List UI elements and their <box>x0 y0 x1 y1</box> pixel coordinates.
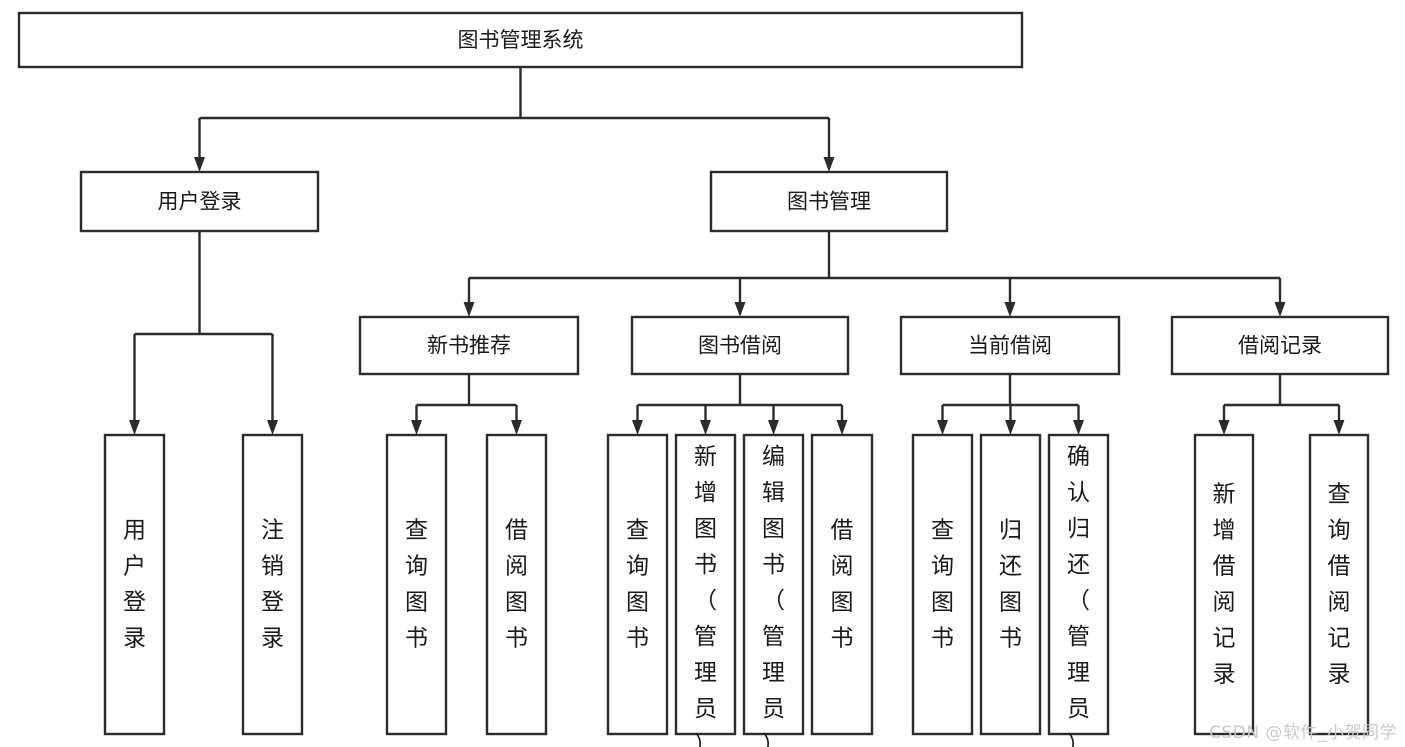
node-label: 用户登录 <box>158 190 242 214</box>
edge-arrowhead-icon <box>734 302 746 317</box>
node-box[interactable] <box>103 433 166 736</box>
node-leaf-borrow-1[interactable]: 查询图书 <box>606 433 669 736</box>
node-box[interactable] <box>899 315 1121 376</box>
node-leaf-current-2[interactable]: 归还图书 <box>979 433 1042 736</box>
node-label: 编辑图书（管理员） <box>762 444 785 747</box>
node-box[interactable] <box>358 315 580 376</box>
edge-arrowhead-icon <box>1274 302 1286 317</box>
node-box[interactable] <box>979 433 1042 736</box>
node-box[interactable] <box>674 433 737 736</box>
edge-arrowhead-icon <box>768 420 779 435</box>
node-box[interactable] <box>1308 433 1370 736</box>
node-label: 图书借阅 <box>698 334 782 358</box>
node-label: 借阅图书 <box>505 517 528 651</box>
node-borrow[interactable]: 图书借阅 <box>630 315 850 376</box>
edge-arrowhead-icon <box>1073 420 1084 435</box>
node-leaf-newrec-1[interactable]: 查询图书 <box>385 433 448 736</box>
node-label: 当前借阅 <box>968 334 1052 358</box>
node-label: 新书推荐 <box>427 334 511 358</box>
edge-arrowhead-icon <box>836 420 848 435</box>
node-label: 新增借阅记录 <box>1213 481 1236 687</box>
node-box[interactable] <box>1170 315 1390 376</box>
node-label: 借阅记录 <box>1238 334 1322 358</box>
node-root[interactable]: 图书管理系统 <box>17 11 1024 69</box>
node-label: 用户登录 <box>123 517 146 651</box>
node-leaf-login-1[interactable]: 用户登录 <box>103 433 166 736</box>
edge-arrowhead-icon <box>700 420 711 435</box>
edge-arrowhead-icon <box>267 420 278 435</box>
edge-arrowhead-icon <box>511 420 522 435</box>
node-box[interactable] <box>810 433 874 736</box>
node-leaf-history-2[interactable]: 查询借阅记录 <box>1308 433 1370 736</box>
node-label: 确认归还（管理员） <box>1067 444 1090 747</box>
watermark-label: CSDN @软件_小贺同学 <box>1209 723 1397 743</box>
edge-arrowhead-icon <box>1333 420 1345 435</box>
node-label: 归还图书 <box>999 517 1022 651</box>
node-layer: 图书管理系统用户登录图书管理新书推荐图书借阅当前借阅借阅记录用户登录注销登录查询… <box>17 11 1390 747</box>
node-login[interactable]: 用户登录 <box>79 170 320 233</box>
node-box[interactable] <box>606 433 669 736</box>
node-label: 图书管理 <box>787 190 871 214</box>
node-label: 新增图书（管理员） <box>694 444 717 747</box>
node-box[interactable] <box>1047 433 1110 736</box>
node-box[interactable] <box>241 433 304 736</box>
node-box[interactable] <box>1193 433 1255 736</box>
edge-arrowhead-icon <box>411 420 422 435</box>
node-newrec[interactable]: 新书推荐 <box>358 315 580 376</box>
node-leaf-borrow-2[interactable]: 新增图书（管理员） <box>674 433 737 747</box>
node-leaf-current-3[interactable]: 确认归还（管理员） <box>1047 433 1110 747</box>
node-current[interactable]: 当前借阅 <box>899 315 1121 376</box>
node-box[interactable] <box>742 433 805 736</box>
node-label: 注销登录 <box>261 517 284 651</box>
node-history[interactable]: 借阅记录 <box>1170 315 1390 376</box>
edge-arrowhead-icon <box>463 302 475 317</box>
node-leaf-current-1[interactable]: 查询图书 <box>911 433 974 736</box>
edge-arrowhead-icon <box>937 420 948 435</box>
edge-arrowhead-icon <box>1004 302 1016 317</box>
edge-arrowhead-icon <box>823 157 835 172</box>
edge-arrowhead-icon <box>1218 420 1230 435</box>
node-leaf-borrow-4[interactable]: 借阅图书 <box>810 433 874 736</box>
node-leaf-borrow-3[interactable]: 编辑图书（管理员） <box>742 433 805 747</box>
node-bookmgmt[interactable]: 图书管理 <box>709 170 949 233</box>
node-label: 查询图书 <box>931 517 954 651</box>
edge-arrowhead-icon <box>1005 420 1016 435</box>
node-box[interactable] <box>17 11 1024 69</box>
node-leaf-history-1[interactable]: 新增借阅记录 <box>1193 433 1255 736</box>
node-label: 查询图书 <box>626 517 649 651</box>
node-box[interactable] <box>630 315 850 376</box>
node-label: 借阅图书 <box>831 517 854 651</box>
edge-arrowhead-icon <box>129 420 140 435</box>
node-leaf-newrec-2[interactable]: 借阅图书 <box>485 433 548 736</box>
node-label: 查询图书 <box>405 517 428 651</box>
node-box[interactable] <box>385 433 448 736</box>
node-label: 查询借阅记录 <box>1328 481 1351 687</box>
node-box[interactable] <box>911 433 974 736</box>
node-box[interactable] <box>79 170 320 233</box>
node-leaf-login-2[interactable]: 注销登录 <box>241 433 304 736</box>
edge-layer <box>129 67 1345 435</box>
node-box[interactable] <box>485 433 548 736</box>
edge-arrowhead-icon <box>194 157 205 172</box>
node-box[interactable] <box>709 170 949 233</box>
edge-arrowhead-icon <box>632 420 643 435</box>
node-label: 图书管理系统 <box>458 28 584 52</box>
